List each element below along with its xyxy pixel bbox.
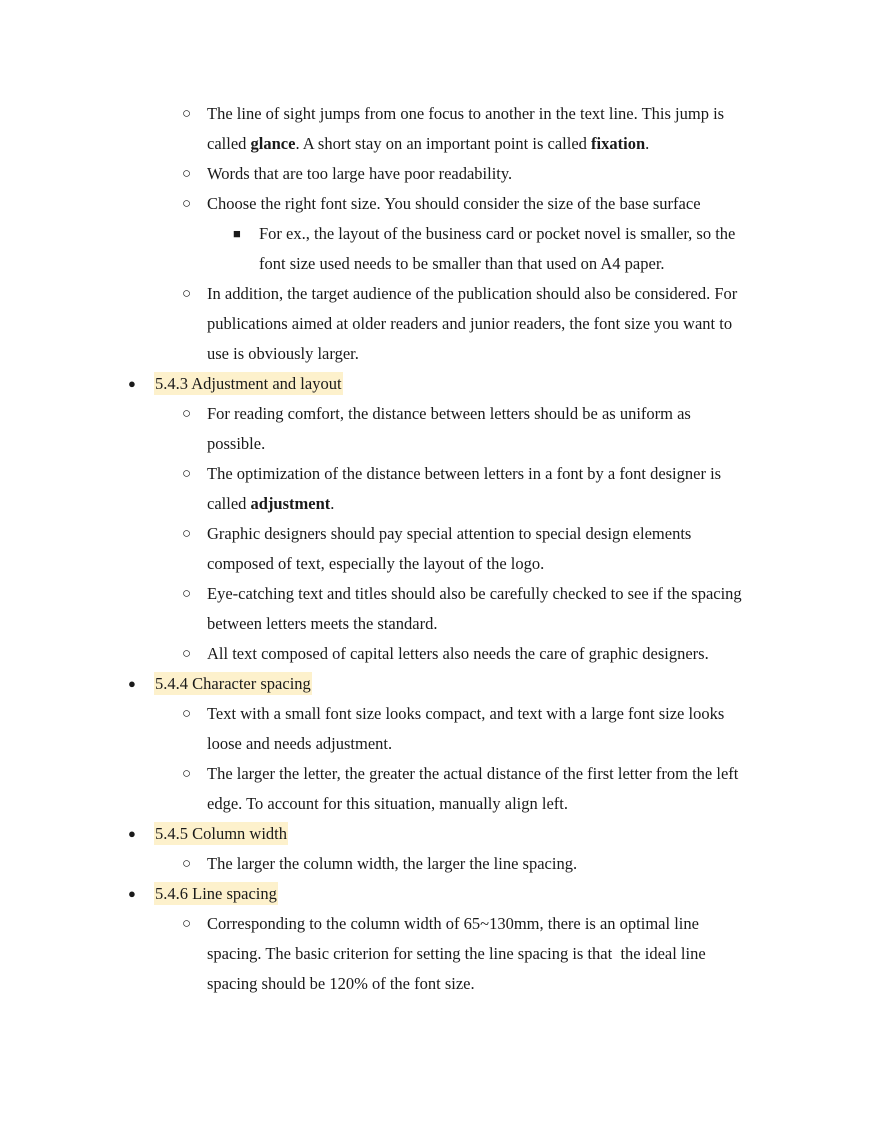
- bold-term-glance: glance: [250, 134, 296, 153]
- list-item-text: composed of text, especially the layout …: [207, 554, 545, 573]
- list-item-text: In addition, the target audience of the …: [207, 284, 738, 303]
- list-item-text: Eye-catching text and titles should also…: [207, 584, 742, 603]
- hollow-bullet: ○: [182, 646, 192, 662]
- list-item-text: Text with a small font size looks compac…: [207, 704, 725, 723]
- list-item-text: All text composed of capital letters als…: [207, 644, 709, 663]
- list-item-text: Graphic designers should pay special att…: [207, 524, 692, 543]
- highlighted-heading: 5.4.3 Adjustment and layout: [154, 372, 343, 395]
- list-item-text: Choose the right font size. You should c…: [207, 194, 701, 213]
- list-item-text: publications aimed at older readers and …: [207, 314, 733, 333]
- hollow-bullet: ○: [182, 106, 192, 122]
- filled-bullet: ●: [128, 826, 136, 841]
- hollow-bullet: ○: [182, 466, 192, 482]
- list-item-text: possible.: [207, 434, 266, 453]
- hollow-bullet: ○: [182, 916, 192, 932]
- hollow-bullet: ○: [182, 856, 192, 872]
- bold-term-fixation: fixation: [591, 134, 646, 153]
- square-bullet: ■: [233, 226, 241, 241]
- hollow-bullet: ○: [182, 406, 192, 422]
- list-item-text: font size used needs to be smaller than …: [259, 254, 665, 273]
- list-item-text: spacing. The basic criterion for setting…: [207, 944, 706, 963]
- hollow-bullet: ○: [182, 166, 192, 182]
- section-heading-5-4-6: 5.4.6 Line spacing: [154, 879, 278, 909]
- text-run: called: [207, 494, 251, 513]
- hollow-bullet: ○: [182, 286, 192, 302]
- list-item-text: loose and needs adjustment.: [207, 734, 393, 753]
- list-item-text: The line of sight jumps from one focus t…: [207, 104, 725, 123]
- list-item-text: use is obviously larger.: [207, 344, 359, 363]
- highlighted-heading: 5.4.4 Character spacing: [154, 672, 312, 695]
- bold-term-adjustment: adjustment: [250, 494, 331, 513]
- list-item-text: Corresponding to the column width of 65~…: [207, 914, 699, 933]
- filled-bullet: ●: [128, 886, 136, 901]
- list-item-text: For reading comfort, the distance betwee…: [207, 404, 691, 423]
- hollow-bullet: ○: [182, 526, 192, 542]
- list-item-text: edge. To account for this situation, man…: [207, 794, 568, 813]
- filled-bullet: ●: [128, 676, 136, 691]
- highlighted-heading: 5.4.6 Line spacing: [154, 882, 278, 905]
- hollow-bullet: ○: [182, 196, 192, 212]
- list-item-text: spacing should be 120% of the font size.: [207, 974, 475, 993]
- list-item-text: The optimization of the distance between…: [207, 464, 722, 483]
- highlighted-heading: 5.4.5 Column width: [154, 822, 289, 845]
- list-item-text: Words that are too large have poor reada…: [207, 164, 513, 183]
- text-run: .: [330, 494, 335, 513]
- list-item-text: between letters meets the standard.: [207, 614, 438, 633]
- list-item-text: The larger the letter, the greater the a…: [207, 764, 739, 783]
- list-item-text: For ex., the layout of the business card…: [259, 224, 736, 243]
- list-item-text: The larger the column width, the larger …: [207, 854, 578, 873]
- list-item-text: called adjustment.: [207, 489, 334, 519]
- hollow-bullet: ○: [182, 586, 192, 602]
- text-run: called: [207, 134, 251, 153]
- hollow-bullet: ○: [182, 766, 192, 782]
- section-heading-5-4-3: 5.4.3 Adjustment and layout: [154, 369, 343, 399]
- filled-bullet: ●: [128, 376, 136, 391]
- list-item-text: called glance. A short stay on an import…: [207, 129, 649, 159]
- section-heading-5-4-4: 5.4.4 Character spacing: [154, 669, 312, 699]
- section-heading-5-4-5: 5.4.5 Column width: [154, 819, 289, 849]
- hollow-bullet: ○: [182, 706, 192, 722]
- text-run: . A short stay on an important point is …: [295, 134, 592, 153]
- text-run: .: [645, 134, 650, 153]
